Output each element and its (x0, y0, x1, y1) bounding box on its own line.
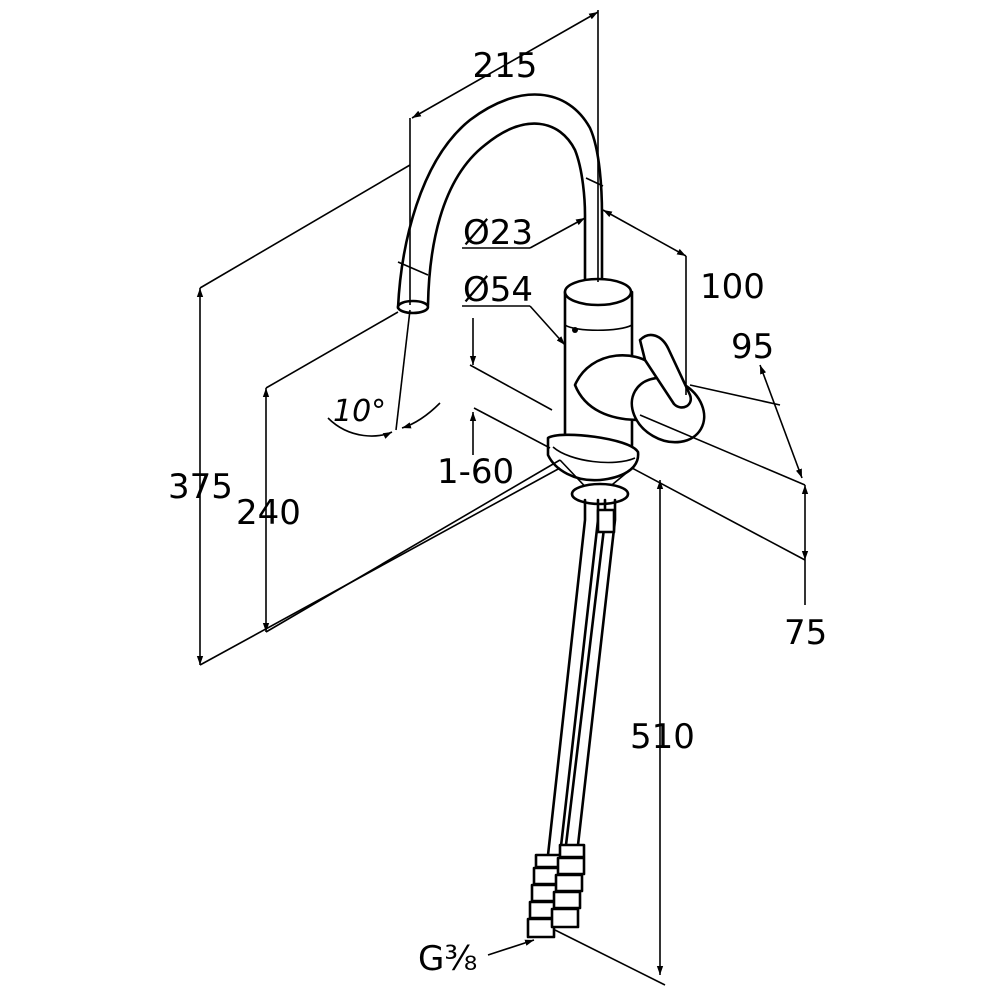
hose-connector-right (550, 843, 586, 929)
ext-line-95b (639, 414, 806, 486)
dimension-lines (196, 10, 809, 986)
spout-outlet (396, 299, 430, 315)
ext-line-75 (631, 467, 806, 561)
label-spout-to-handle: 100 (700, 267, 765, 307)
label-countertop-thickness: 1-60 (437, 452, 514, 492)
indicator-dot (572, 327, 578, 333)
hose-left (546, 498, 600, 857)
label-handle-depth: 95 (731, 327, 774, 367)
label-spout-diameter: Ø23 (463, 213, 533, 253)
label-spout-reach: 215 (473, 46, 538, 86)
ext-line-95a (689, 384, 781, 406)
ext-line-510-bottom (554, 929, 666, 986)
dim-line-100 (602, 209, 687, 257)
dim-line-215 (411, 11, 599, 119)
faucet-outline (396, 93, 706, 939)
hose-fitting (596, 508, 616, 534)
ext-line-375-top (199, 164, 411, 289)
label-total-height: 375 (168, 467, 233, 507)
ext-line-240-bottom (265, 459, 561, 633)
ext-line-top-surface (469, 364, 553, 411)
hose-right (564, 498, 617, 847)
body-top (563, 277, 633, 307)
leader-thread (487, 939, 535, 956)
base-seam (552, 446, 636, 464)
spout-seam (397, 261, 429, 276)
label-connection-thread: G⅜ (418, 939, 477, 979)
angle-arc-right (401, 402, 441, 429)
dimension-labels: 215 Ø23 Ø54 100 95 75 375 240 1-60 10° 5… (168, 46, 827, 979)
angle-line-a (395, 309, 411, 431)
mount-nut (570, 482, 630, 506)
body-ring (564, 324, 633, 331)
label-base-depth: 75 (784, 613, 827, 653)
ext-line-375-bottom (199, 467, 561, 666)
label-body-diameter: Ø54 (463, 270, 533, 310)
leader-54 (529, 305, 566, 346)
ext-line-240-top (265, 311, 399, 389)
ext-line-bottom-surface (473, 407, 551, 449)
label-outlet-height: 240 (236, 493, 301, 533)
leader-23 (529, 217, 586, 249)
dim-line-95 (759, 364, 803, 479)
angle-arc-left (327, 417, 393, 439)
label-swivel-angle: 10° (333, 394, 386, 429)
lever-handle (638, 333, 693, 409)
label-hose-length: 510 (630, 717, 695, 757)
spout-seam-2 (585, 177, 604, 187)
